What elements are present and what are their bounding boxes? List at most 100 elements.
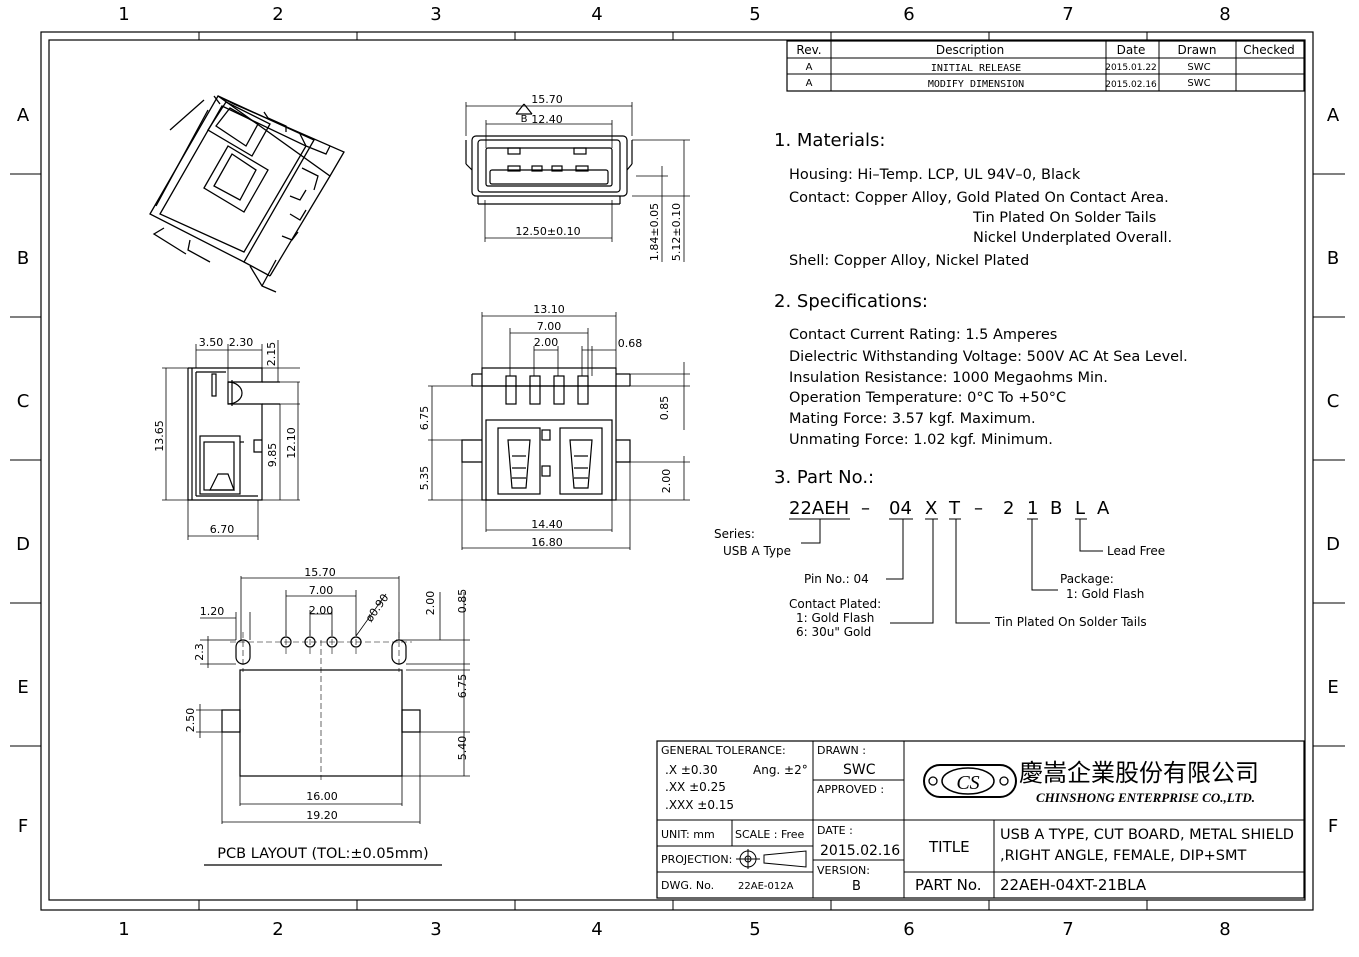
row-label-b-right: B bbox=[1327, 248, 1339, 269]
rev-cell: A bbox=[806, 62, 813, 73]
materials-line: Shell: Copper Alloy, Nickel Plated bbox=[789, 253, 1029, 269]
drawn-label: DRAWN : bbox=[817, 744, 866, 757]
version-value: B bbox=[852, 879, 861, 894]
part-code-dash: – bbox=[861, 498, 870, 519]
part-code-2: 2 bbox=[1003, 498, 1014, 519]
tolerance-xx: .XX ±0.25 bbox=[665, 780, 726, 794]
pcb-layout-caption: PCB LAYOUT (TOL:±0.05mm) bbox=[217, 846, 428, 862]
column-label-4: 4 bbox=[591, 4, 602, 25]
tolerance-x: .X ±0.30 bbox=[665, 763, 718, 777]
title-block: GENERAL TOLERANCE: .X ±0.30 Ang. ±2° .XX… bbox=[656, 740, 1305, 899]
zone-ticks bbox=[10, 32, 1345, 910]
date-cell: 2015.01.22 bbox=[1105, 63, 1157, 73]
revision-mark: B bbox=[521, 114, 528, 125]
side-view: 3.50 2.30 2.15 13.65 9.85 12.10 6.70 bbox=[153, 336, 300, 540]
dim-2-30: 2.30 bbox=[229, 336, 254, 349]
pcb-dim-6-75: 6.75 bbox=[456, 674, 469, 699]
row-label-c-right: C bbox=[1327, 391, 1340, 412]
series-label: Series: bbox=[714, 527, 755, 541]
dim-1-84: 1.84±0.05 bbox=[648, 203, 661, 261]
column-label-5: 5 bbox=[749, 4, 760, 25]
materials-line: Tin Plated On Solder Tails bbox=[972, 210, 1156, 226]
dim-9-85: 9.85 bbox=[266, 443, 279, 468]
row-label-c: C bbox=[17, 391, 30, 412]
rev-header: Rev. bbox=[796, 43, 821, 57]
outer-frame bbox=[40, 31, 1314, 911]
part-code-b: B bbox=[1050, 498, 1062, 519]
inner-frame bbox=[48, 39, 1306, 901]
pcb-layout: 15.70 7.00 2.00 1.20 ø0.90 2.00 0.85 2.3… bbox=[184, 566, 470, 866]
column-label-5-bottom: 5 bbox=[749, 919, 760, 940]
lead-free-note: Lead Free bbox=[1107, 544, 1165, 558]
series-value: USB A Type bbox=[723, 544, 791, 558]
pcb-dim-2-00-vertical: 2.00 bbox=[424, 591, 437, 616]
bottom-view: 13.10 7.00 2.00 0.68 6.75 0.85 5.35 2.00… bbox=[418, 303, 690, 550]
dim-2-00: 2.00 bbox=[534, 336, 559, 349]
dim-7-00: 7.00 bbox=[537, 320, 562, 333]
approved-label: APPROVED : bbox=[817, 783, 884, 796]
scale-label: SCALE : Free bbox=[735, 828, 805, 841]
dim-14-40: 14.40 bbox=[531, 518, 563, 531]
spec-line: Contact Current Rating: 1.5 Amperes bbox=[789, 327, 1057, 343]
row-label-e-right: E bbox=[1327, 677, 1338, 698]
pcb-dim-2-00: 2.00 bbox=[309, 604, 334, 617]
tolerance-xxx: .XXX ±0.15 bbox=[665, 798, 734, 812]
pcb-dim-2-3: 2.3 bbox=[193, 643, 206, 661]
company-name-english: CHINSHONG ENTERPRISE CO.,LTD. bbox=[1036, 790, 1255, 805]
pcb-dim-hole-diameter: ø0.90 bbox=[363, 591, 392, 624]
specifications-heading: 2. Specifications: bbox=[774, 291, 928, 312]
pcb-dim-1-20: 1.20 bbox=[200, 605, 225, 618]
tin-plated-note: Tin Plated On Solder Tails bbox=[994, 615, 1147, 629]
company-name-chinese: 慶嵩企業股份有限公司 bbox=[1019, 759, 1259, 787]
dim-2-15: 2.15 bbox=[265, 342, 278, 367]
column-label-8: 8 bbox=[1219, 4, 1230, 25]
part-code-a: A bbox=[1097, 498, 1110, 519]
dim-5-35: 5.35 bbox=[418, 466, 431, 491]
column-label-2-bottom: 2 bbox=[272, 919, 283, 940]
package-value: 1: Gold Flash bbox=[1066, 587, 1144, 601]
date-label: DATE : bbox=[817, 824, 853, 837]
pcb-dim-19-20: 19.20 bbox=[306, 809, 338, 822]
dwg-value: 22AE-012A bbox=[738, 881, 794, 892]
tolerance-title: GENERAL TOLERANCE: bbox=[661, 744, 786, 757]
materials-line: Nickel Underplated Overall. bbox=[973, 230, 1172, 246]
part-code-1: 1 bbox=[1027, 498, 1038, 519]
title-line-2: ,RIGHT ANGLE, FEMALE, DIP+SMT bbox=[1000, 848, 1246, 864]
description-header: Description bbox=[936, 43, 1004, 57]
column-label-6: 6 bbox=[903, 4, 914, 25]
part-number-heading: 3. Part No.: bbox=[774, 467, 874, 488]
company-logo: CS bbox=[923, 764, 1017, 798]
dim-12-10: 12.10 bbox=[285, 427, 298, 459]
materials-line: Housing: Hi–Temp. LCP, UL 94V–0, Black bbox=[789, 167, 1081, 183]
drawn-header: Drawn bbox=[1178, 43, 1217, 57]
part-number-value: 22AEH-04XT-21BLA bbox=[1000, 876, 1147, 894]
drawn-cell: SWC bbox=[1187, 62, 1210, 73]
column-label-3: 3 bbox=[430, 4, 441, 25]
spec-line: Insulation Resistance: 1000 Megaohms Min… bbox=[789, 370, 1108, 386]
column-label-1: 1 bbox=[118, 4, 129, 25]
dim-16-80: 16.80 bbox=[531, 536, 563, 549]
materials-line: Contact: Copper Alloy, Gold Plated On Co… bbox=[789, 190, 1169, 206]
dim-6-70: 6.70 bbox=[210, 523, 235, 536]
projection-label: PROJECTION: bbox=[661, 853, 732, 866]
revision-table: Rev. Description Date Drawn Checked A IN… bbox=[786, 40, 1305, 92]
row-label-f: F bbox=[18, 816, 28, 837]
rev-cell: A bbox=[806, 78, 813, 89]
row-label-d-right: D bbox=[1326, 534, 1340, 555]
dim-2-00-vertical: 2.00 bbox=[660, 469, 673, 494]
row-label-a-right: A bbox=[1327, 105, 1340, 126]
column-label-3-bottom: 3 bbox=[430, 919, 441, 940]
checked-header: Checked bbox=[1243, 43, 1295, 57]
dim-12-40: 12.40 bbox=[531, 113, 563, 126]
tolerance-angle: Ang. ±2° bbox=[753, 763, 808, 777]
pcb-dim-0-85: 0.85 bbox=[456, 589, 469, 614]
plated-label: Contact Plated: bbox=[789, 597, 881, 611]
dim-15-70: 15.70 bbox=[531, 93, 563, 106]
column-label-6-bottom: 6 bbox=[903, 919, 914, 940]
dim-12-50: 12.50±0.10 bbox=[515, 225, 580, 238]
front-view: 15.70 B 12.40 12.50±0.10 1.84±0.05 5.12±… bbox=[465, 93, 690, 262]
pcb-dim-5-40: 5.40 bbox=[456, 736, 469, 761]
title-line-1: USB A TYPE, CUT BOARD, METAL SHIELD bbox=[1000, 827, 1294, 843]
notes: 1. Materials: Housing: Hi–Temp. LCP, UL … bbox=[714, 130, 1188, 639]
part-code-pins: 04 bbox=[889, 498, 912, 519]
